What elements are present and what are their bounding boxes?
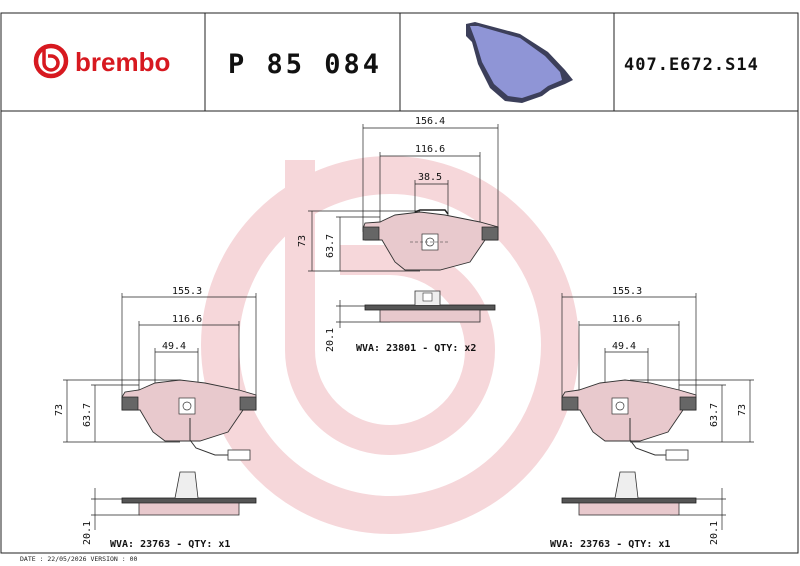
left-pad-width-center: 49.4 <box>162 341 186 352</box>
top-pad-width-center: 38.5 <box>418 172 442 183</box>
top-pad-width-inner: 116.6 <box>415 144 445 155</box>
top-pad-drawing <box>308 124 499 328</box>
left-pad-height-outer: 73 <box>54 404 65 416</box>
top-pad-width-total: 156.4 <box>415 116 445 127</box>
brembo-logo: brembo <box>33 43 170 79</box>
brembo-watermark <box>201 156 579 534</box>
right-pad-width-inner: 116.6 <box>612 314 642 325</box>
reference-code: 407.E672.S14 <box>624 55 759 75</box>
top-pad-height-outer: 73 <box>297 235 308 247</box>
top-pad-caption: WVA: 23801 - QTY: x2 <box>356 343 476 354</box>
left-pad-width-total: 155.3 <box>172 286 202 297</box>
left-pad-drawing <box>63 293 257 530</box>
right-pad-drawing <box>561 293 754 530</box>
top-pad-height-inner: 63.7 <box>325 234 336 258</box>
right-pad-width-total: 155.3 <box>612 286 642 297</box>
right-pad-width-center: 49.4 <box>612 341 636 352</box>
right-pad-thickness: 20.1 <box>709 521 720 545</box>
left-pad-caption: WVA: 23763 - QTY: x1 <box>110 539 230 550</box>
brake-pad-photo <box>466 22 573 103</box>
part-number: P 85 084 <box>228 49 382 80</box>
top-pad-thickness: 20.1 <box>325 328 336 352</box>
right-pad-height-inner: 63.7 <box>709 403 720 427</box>
right-pad-height-outer: 73 <box>737 404 748 416</box>
brand-name: brembo <box>75 47 170 77</box>
left-pad-width-inner: 116.6 <box>172 314 202 325</box>
left-pad-height-inner: 63.7 <box>82 403 93 427</box>
footer-date-version: DATE : 22/05/2026 VERSION : 00 <box>20 555 138 563</box>
left-pad-thickness: 20.1 <box>82 521 93 545</box>
right-pad-caption: WVA: 23763 - QTY: x1 <box>550 539 670 550</box>
